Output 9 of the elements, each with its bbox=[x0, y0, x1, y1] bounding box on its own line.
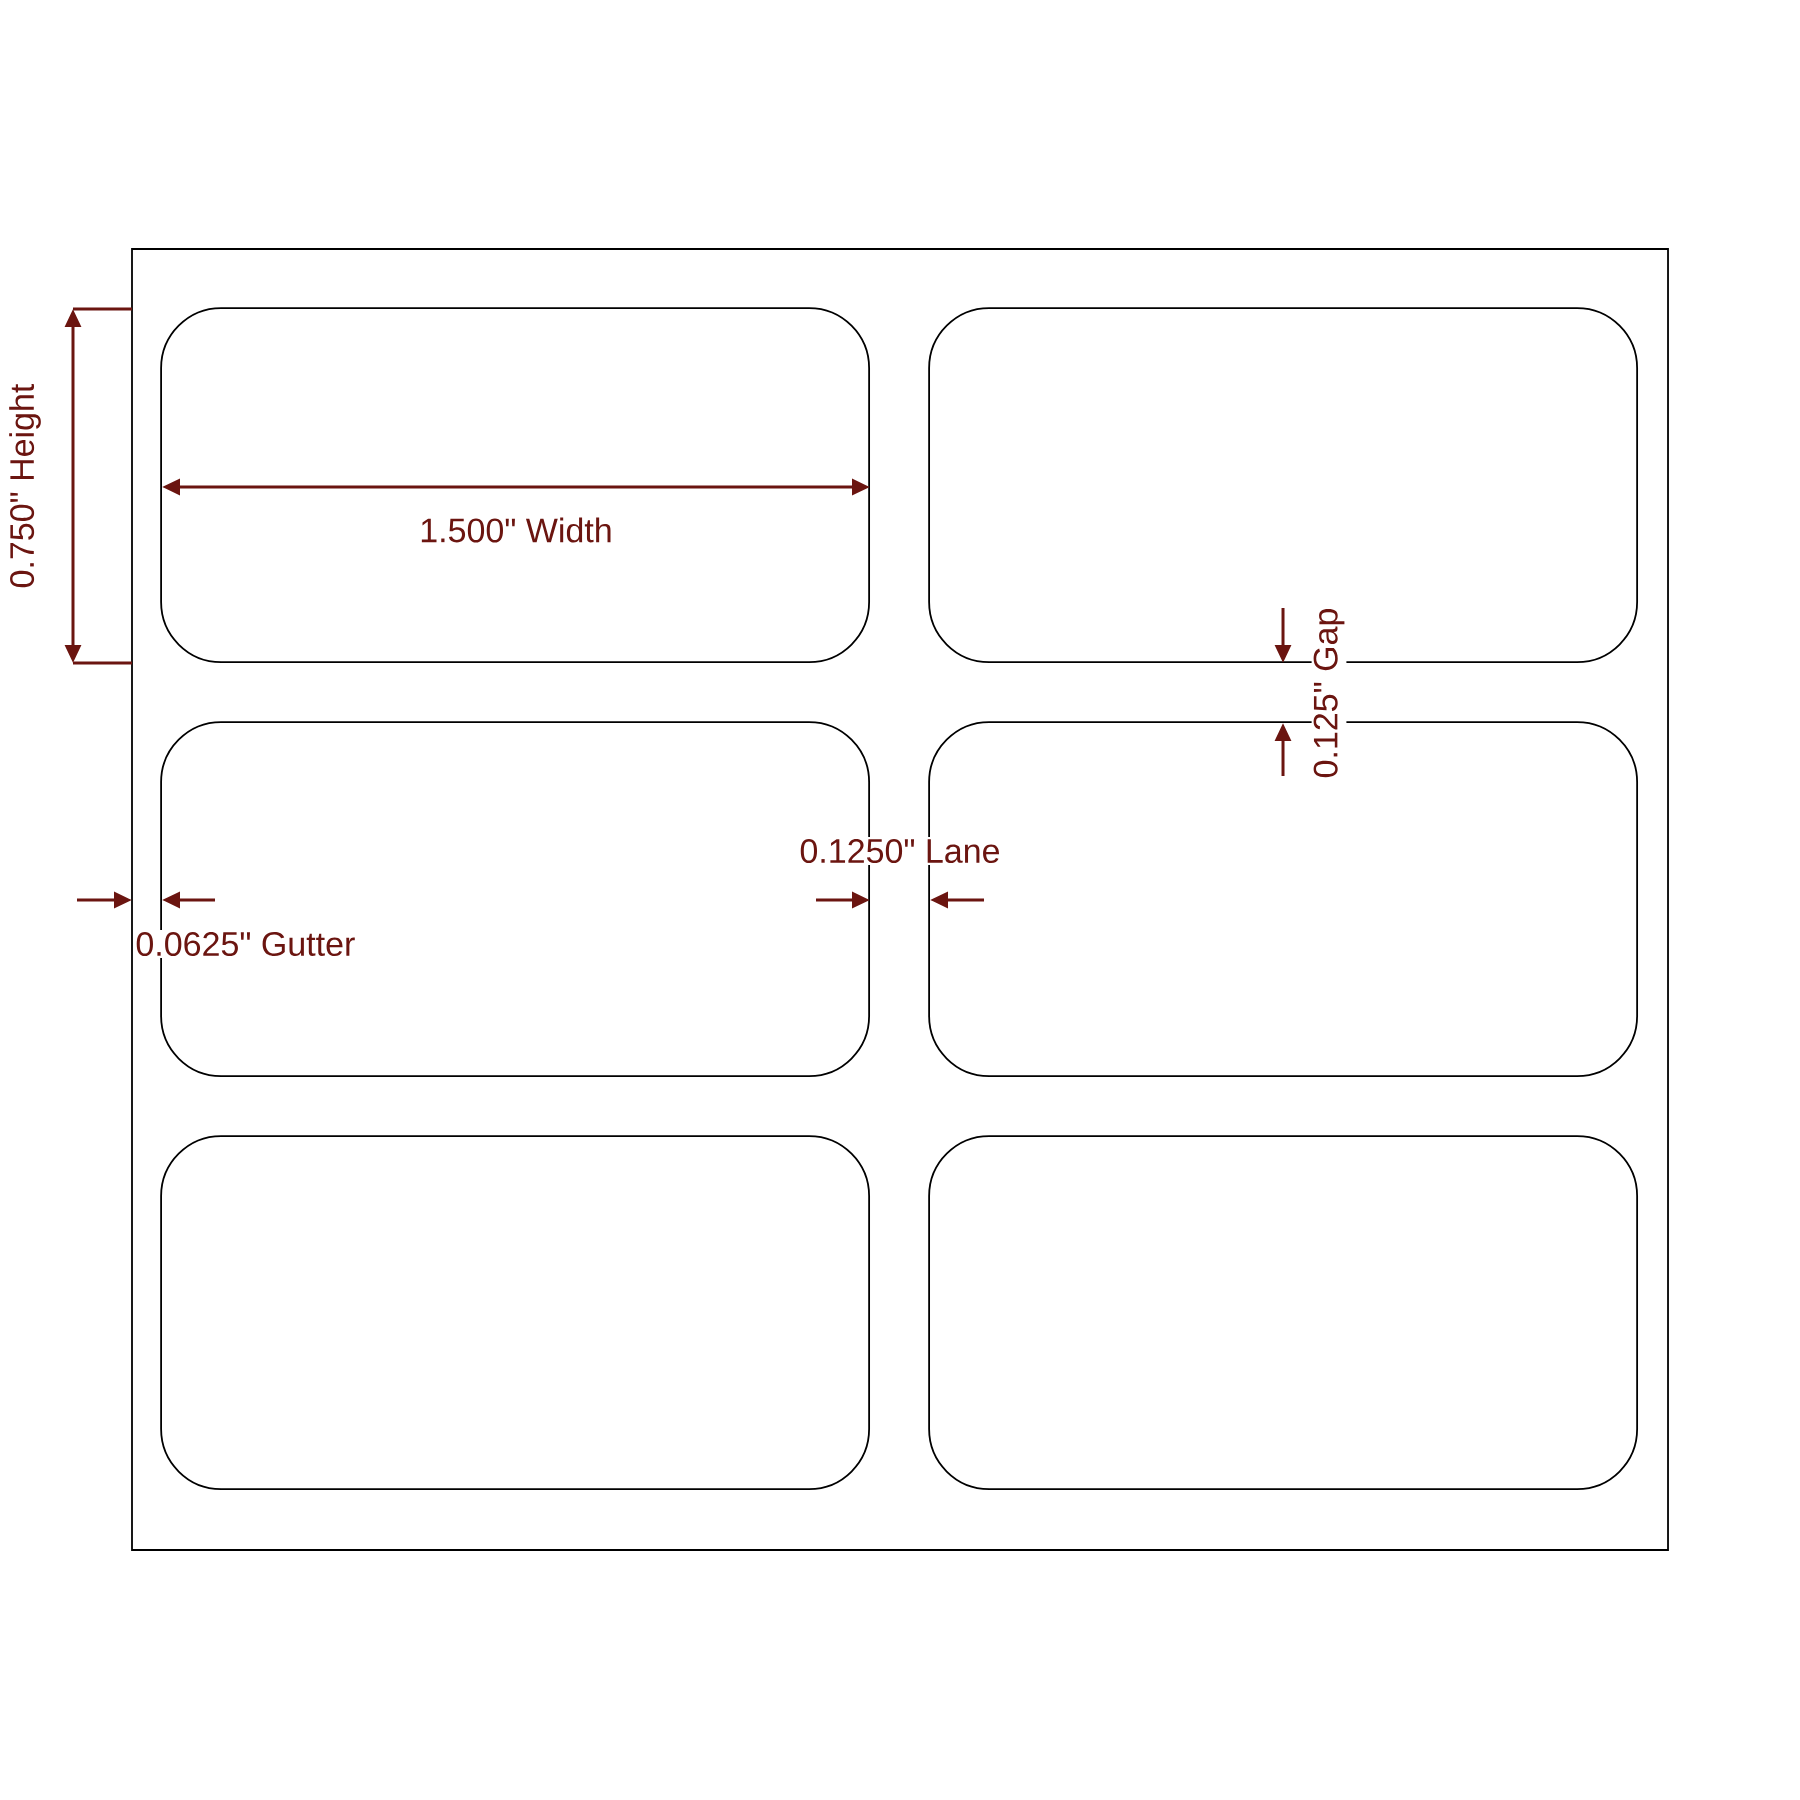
label-outline bbox=[928, 1135, 1638, 1490]
dimension-label: 0.750" Height bbox=[7, 381, 43, 591]
label-sheet bbox=[131, 248, 1669, 1551]
dimension-label: 0.1250" Lane bbox=[797, 837, 1003, 866]
dimension-label: 1.500" Width bbox=[417, 515, 615, 545]
label-outline bbox=[160, 307, 870, 663]
label-outline bbox=[160, 1135, 870, 1490]
dimension-label: 0.125" Gap bbox=[1311, 605, 1347, 781]
dimension-label: 0.0625" Gutter bbox=[133, 930, 358, 959]
